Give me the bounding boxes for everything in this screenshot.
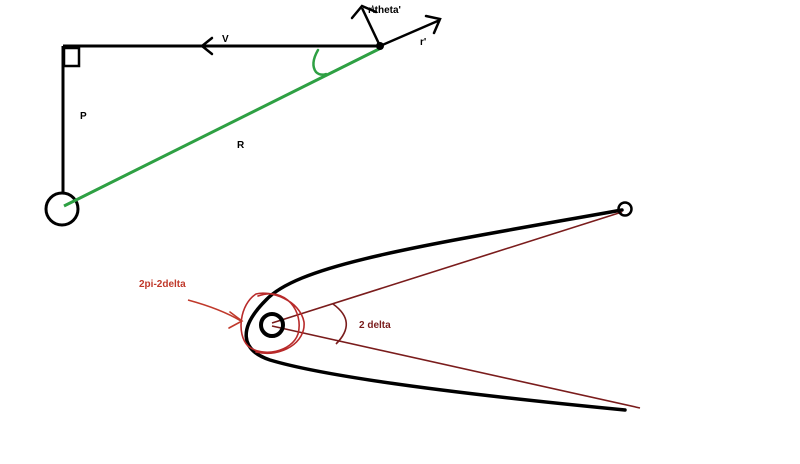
label-distance: R [237, 140, 245, 151]
theta-velocity-arrow-icon [350, 4, 378, 20]
focus-circle-top [44, 191, 80, 227]
distant-body-circle [617, 201, 633, 217]
pointer-arrow-line [187, 299, 242, 322]
asymptote-upper [271, 211, 623, 324]
label-theta-velocity: r\theta' [368, 5, 401, 16]
delta-angle-arc [332, 303, 348, 345]
pointer-arrow-icon [228, 311, 244, 329]
orbit-path [244, 208, 627, 412]
full-angle-scribble [240, 292, 305, 355]
focus-circle-bottom [259, 312, 285, 338]
angle-arc [312, 48, 328, 76]
label-delta-angle: 2 delta [359, 320, 391, 331]
right-angle-marker [62, 46, 81, 68]
distance-line [63, 46, 382, 208]
radial-velocity-arrow [379, 18, 441, 48]
top-diagram: V r\theta' r' P R [44, 4, 442, 227]
label-impact-parameter: P [80, 111, 87, 122]
label-radial-velocity: r' [420, 37, 426, 48]
asymptote-lower [271, 325, 641, 409]
label-full-angle: 2pi-2delta [139, 279, 186, 290]
theta-velocity-arrow [360, 7, 382, 47]
velocity-arrow-icon [199, 36, 214, 56]
label-velocity: V [222, 34, 229, 45]
radial-velocity-arrow-icon [424, 14, 442, 35]
bottom-diagram: 2pi-2delta 2 delta [139, 201, 641, 412]
